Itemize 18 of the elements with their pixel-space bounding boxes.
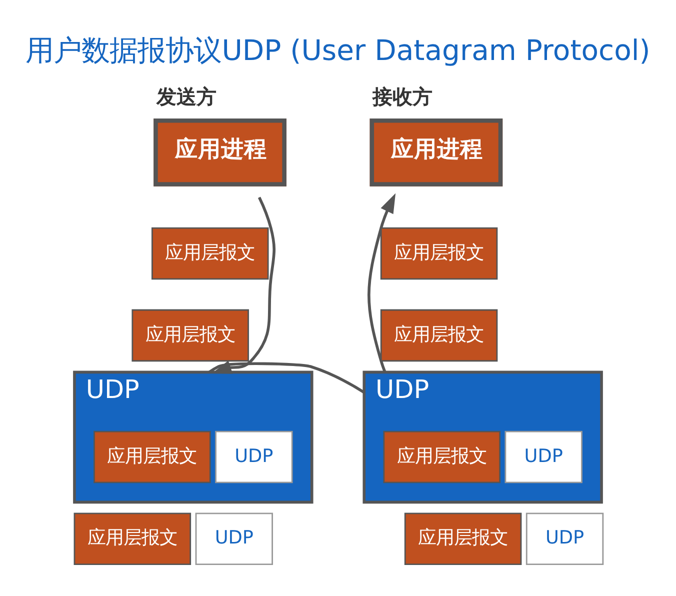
node-box: 应用层报文 xyxy=(74,512,192,566)
node-box: UDP xyxy=(195,512,273,566)
node-box: UDP xyxy=(526,512,604,566)
connector xyxy=(208,362,365,394)
node-label: 接收方 xyxy=(372,85,433,108)
node-box: 应用层报文 xyxy=(380,227,498,280)
node-box: 应用层报文 xyxy=(404,512,522,566)
node-box: 应用层报文 xyxy=(132,309,249,362)
diagram-title: 用户数据报协议UDP (User Datagram Protocol) xyxy=(26,34,650,67)
arrow xyxy=(212,196,276,374)
node-box: 应用层报文 xyxy=(380,309,498,362)
node-box: 应用层报文 xyxy=(383,430,500,484)
node-box: UDP xyxy=(504,430,582,484)
node-box: 应用层报文 xyxy=(151,227,269,280)
node-box: 应用层报文 xyxy=(94,430,211,484)
arrow xyxy=(368,193,396,373)
node-label: 发送方 xyxy=(156,85,216,108)
node-box: UDP xyxy=(215,430,293,484)
